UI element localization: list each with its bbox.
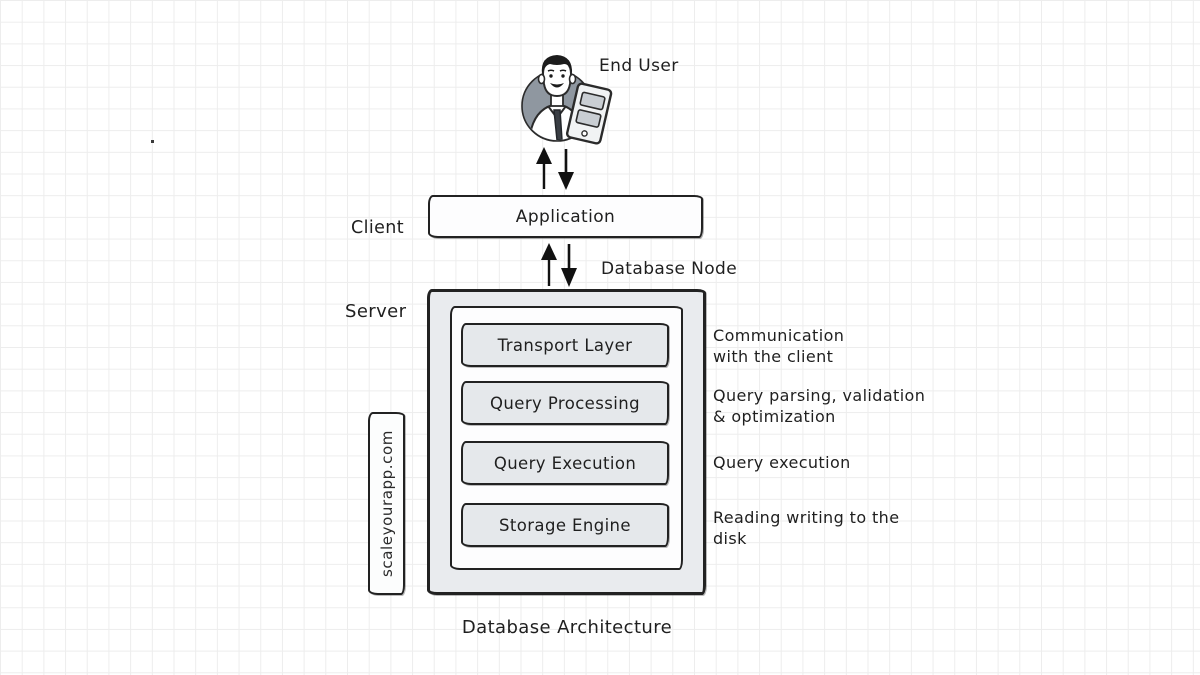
layer-box-transport: Transport Layer — [461, 323, 669, 367]
database-node-label: Database Node — [601, 259, 738, 279]
end-user-label: End User — [599, 56, 679, 76]
layer-box-query-processing: Query Processing — [461, 381, 669, 425]
application-box: Application — [428, 195, 703, 238]
end-user-avatar-icon — [521, 55, 613, 145]
layer-box-query-execution: Query Execution — [461, 441, 669, 485]
annotation-storage-engine: Reading writing to the disk — [713, 508, 900, 548]
annotation-query-processing: Query parsing, validation & optimization — [713, 386, 926, 426]
layer-label-transport: Transport Layer — [497, 335, 633, 355]
layer-label-storage-engine: Storage Engine — [499, 515, 631, 535]
up-down-arrows-icon — [541, 243, 577, 287]
watermark-text: scaleyourapp.com — [377, 429, 396, 578]
server-label: Server — [345, 301, 407, 322]
application-label: Application — [515, 206, 616, 227]
diagram-caption: Database Architecture — [461, 617, 673, 638]
watermark-box: scaleyourapp.com — [368, 412, 405, 595]
layer-label-query-processing: Query Processing — [490, 393, 640, 413]
layer-box-storage-engine: Storage Engine — [461, 503, 669, 547]
client-label: Client — [351, 218, 405, 238]
layer-label-query-execution: Query Execution — [493, 453, 637, 473]
annotation-query-execution: Query execution — [713, 453, 851, 472]
stray-dot — [151, 140, 154, 143]
up-down-arrows-icon — [536, 147, 574, 190]
annotation-transport-layer: Communication with the client — [713, 326, 845, 366]
